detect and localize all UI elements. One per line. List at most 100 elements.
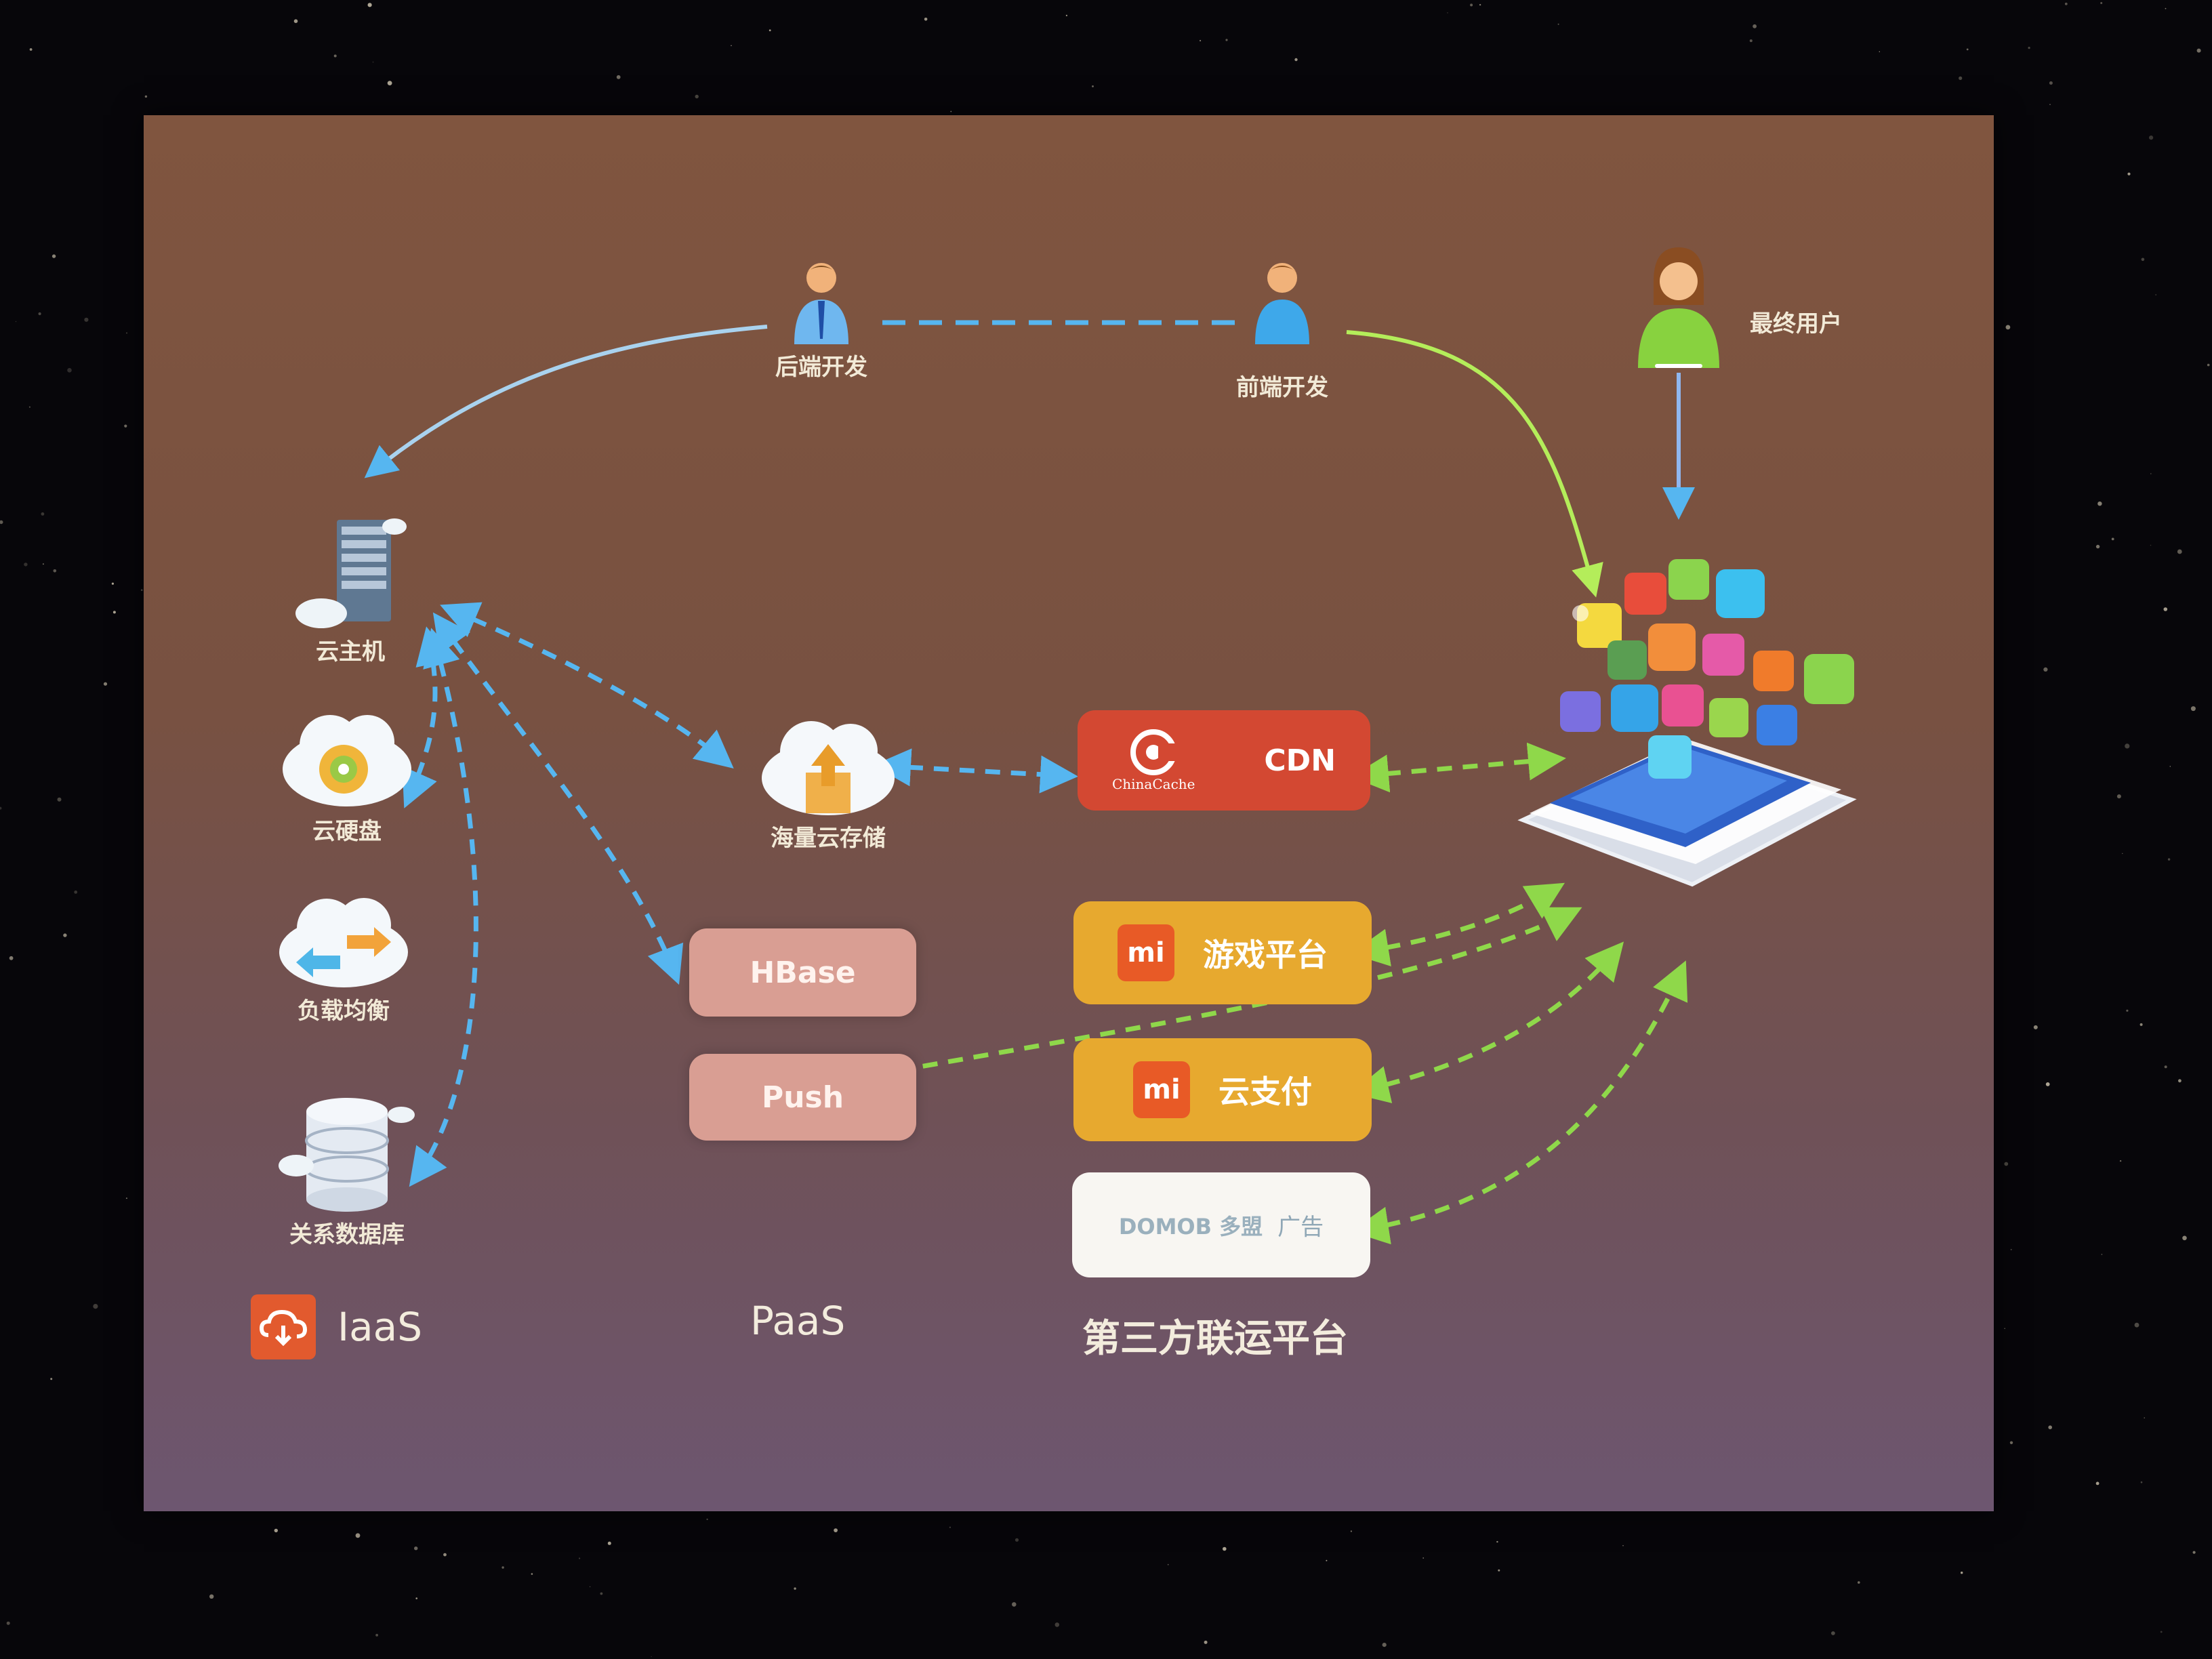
pay-phone-link [1351, 941, 1624, 1103]
star [2004, 1162, 2009, 1166]
chinacache-logo-icon [1130, 729, 1178, 775]
star [1054, 1622, 1060, 1627]
star [2033, 1025, 2038, 1029]
star [950, 110, 952, 112]
star [794, 1587, 796, 1590]
iaas-title: IaaS [251, 1294, 422, 1359]
domob-brand: DOMOB 多盟 [1118, 1213, 1263, 1240]
smartphone-icon [1517, 559, 1857, 887]
cloud-host-label: 云主机 [316, 638, 385, 665]
backend-label: 后端开发 [775, 354, 867, 381]
star [50, 1378, 53, 1380]
star [600, 1592, 603, 1595]
cloud-storage-icon [762, 721, 895, 815]
star [103, 682, 108, 686]
star [93, 1304, 98, 1309]
star [2005, 325, 2011, 330]
push-label: Push [761, 1080, 844, 1115]
star [52, 254, 56, 258]
star [1092, 85, 1094, 87]
star [67, 368, 72, 373]
person-icon [794, 263, 848, 344]
star [1382, 1643, 1387, 1647]
star [2095, 1481, 2100, 1486]
star [1167, 1563, 1169, 1565]
star [375, 1633, 378, 1637]
star [579, 1557, 581, 1559]
star [2049, 104, 2051, 105]
star [63, 933, 67, 937]
star [9, 956, 14, 960]
star [769, 29, 771, 32]
mass-cloud-storage: 海量云存储 [740, 712, 916, 853]
cloud-pay-label: 云支付 [1218, 1073, 1312, 1110]
star [731, 45, 732, 47]
star [1200, 39, 1202, 42]
star [1749, 39, 1753, 43]
host-hbase-link [432, 612, 684, 985]
ad-label: 广告 [1277, 1214, 1324, 1241]
app-icons [1560, 559, 1854, 779]
star [2010, 1248, 2012, 1250]
star [84, 317, 89, 322]
person-icon [1638, 247, 1719, 368]
star [2100, 2, 2103, 4]
star [2164, 1065, 2167, 1069]
star [140, 589, 143, 591]
load-balancer-label: 负载均衡 [298, 998, 390, 1025]
star [57, 797, 62, 802]
backend-to-host-arrow [364, 325, 768, 478]
star [2111, 537, 2114, 541]
push-phone-link [812, 907, 1582, 1099]
iaas-title-text: IaaS [337, 1304, 423, 1350]
ad-box: DOMOB 多盟 广告 [1072, 1172, 1370, 1277]
hbase-label: HBase [750, 955, 856, 990]
star [415, 1597, 417, 1599]
star [1959, 76, 1963, 80]
game-phone-link [1351, 882, 1565, 967]
chinacache-brand: ChinaCache [1111, 776, 1195, 792]
cloud-host: 云主机 [276, 512, 425, 666]
star [355, 1533, 361, 1538]
star [2139, 1023, 2143, 1026]
star [1012, 1602, 1017, 1607]
connection-arrows [364, 320, 1857, 1245]
star [28, 406, 30, 408]
frontend-label: 前端开发 [1236, 374, 1328, 401]
star [1015, 1538, 1019, 1542]
star [2134, 1322, 2139, 1328]
star [124, 424, 127, 428]
star [1422, 1557, 1425, 1559]
star [144, 95, 148, 98]
star [1858, 1581, 1860, 1584]
star [41, 512, 45, 516]
mi-logo-icon: mi [1133, 1061, 1190, 1118]
ad-phone-link [1351, 960, 1688, 1245]
star [372, 61, 374, 63]
frontend-to-phone-arrow [1346, 330, 1603, 598]
star [29, 48, 33, 51]
star [53, 569, 57, 573]
star [6, 1621, 10, 1625]
presentation-slide: 后端开发 前端开发 最终用户 云主机 [144, 115, 1994, 1511]
star [2004, 1328, 2005, 1330]
star [24, 562, 28, 567]
star [0, 520, 3, 525]
paas-title: PaaS [750, 1298, 846, 1344]
star [2125, 743, 2130, 749]
chinacache-logo: ChinaCache [1112, 729, 1195, 792]
star [2160, 1631, 2163, 1633]
star [1223, 1547, 1227, 1551]
star [695, 94, 699, 99]
star [2122, 853, 2123, 855]
star [2140, 1481, 2143, 1483]
star [2119, 1160, 2122, 1162]
star [2045, 1082, 2050, 1086]
hbase-box: HBase [689, 928, 916, 1017]
star [2207, 363, 2210, 367]
star [2049, 81, 2053, 85]
star [0, 806, 2, 810]
star [1204, 1640, 1208, 1644]
cdn-phone-link [1351, 742, 1566, 793]
storage-cdn-link [873, 748, 1078, 794]
